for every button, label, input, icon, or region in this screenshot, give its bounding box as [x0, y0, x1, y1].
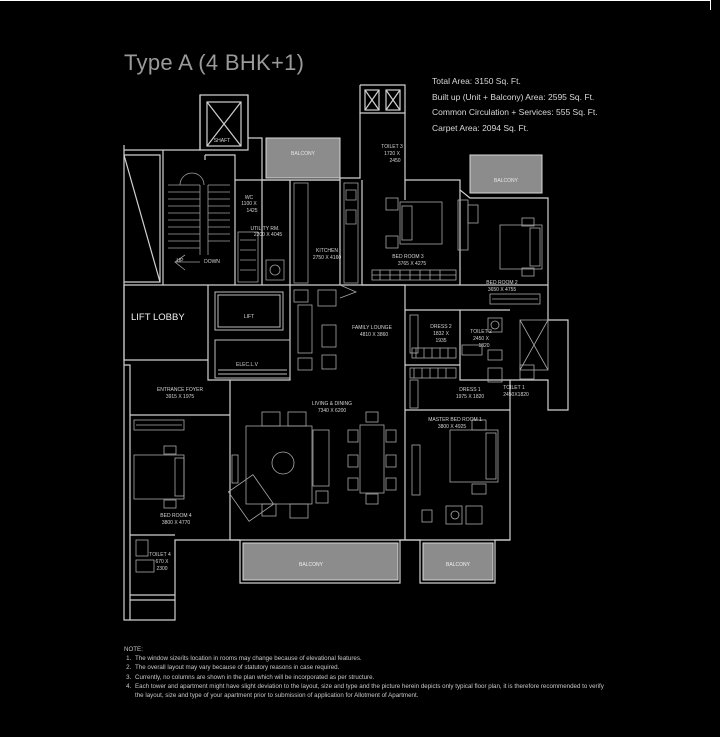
master-bed-furniture [411, 419, 499, 525]
page-top-rule [0, 0, 710, 1]
notes-section: NOTE: The window size/its location in ro… [124, 645, 604, 700]
bedroom2-furniture [489, 217, 549, 371]
lift-shaft [214, 291, 291, 379]
label-toilet4: TOILET 4 [149, 552, 171, 558]
label-toilet4-dim2: 2300 [156, 566, 167, 572]
label-bed2-dim: 3650 X 4755 [488, 287, 517, 293]
label-toilet2-dim2: 1820 [478, 343, 489, 349]
plan-title: Type A (4 BHK+1) [124, 50, 305, 75]
label-toilet4-dim1: 670 X [155, 559, 169, 565]
label-lift-lobby: LIFT LOBBY [131, 312, 185, 323]
notes-list: The window size/its location in rooms ma… [124, 654, 604, 700]
label-wc-dim1: 1100 X [241, 201, 257, 207]
label-entrance-dim: 3915 X 1975 [166, 394, 195, 400]
label-dress1-dim: 1975 X 1820 [456, 394, 485, 400]
label-dress2-dim2: 1935 [435, 338, 446, 344]
staircase [168, 172, 230, 271]
total-area: Total Area: 3150 Sq. Ft. [432, 76, 521, 86]
label-utility: UTILITY RM. [250, 226, 279, 232]
label-toilet2-dim1: 2450 X [473, 336, 490, 342]
note-item: The window size/its location in rooms ma… [133, 654, 604, 663]
room-labels: SHAFT BALCONY TOILET 3 1720 X 2450 BALCO… [131, 138, 529, 572]
label-shaft: SHAFT [214, 138, 230, 144]
label-dress2-dim1: 1832 X [433, 331, 450, 337]
label-master: MASTER BED ROOM 1 [428, 417, 482, 423]
living-dining-furniture [227, 411, 397, 522]
label-bed3: BED ROOM 3 [392, 254, 424, 260]
common-area: Common Circulation + Services: 555 Sq. F… [432, 107, 598, 117]
label-toilet2: TOILET 2 [470, 329, 492, 335]
label-balcony-master: BALCONY [446, 562, 471, 568]
label-bed2: BED ROOM 2 [486, 280, 518, 286]
label-toilet3-dim1: 1720 X [384, 151, 401, 157]
label-utility-dim: 2200 X 4045 [254, 232, 283, 238]
label-living: LIVING & DINING [312, 401, 352, 407]
label-dress1: DRESS 1 [459, 387, 481, 393]
label-balcony-top: BALCONY [291, 151, 316, 157]
label-master-dim: 3800 X 4925 [438, 424, 467, 430]
balconies [242, 137, 543, 581]
label-elec: ELEC.L.V [236, 362, 259, 368]
family-lounge-furniture [293, 284, 358, 371]
label-toilet1: TOILET 1 [503, 385, 525, 391]
label-dress2: DRESS 2 [430, 324, 452, 330]
label-wc-dim2: 1425 [246, 208, 257, 214]
label-down: DOWN [204, 259, 220, 265]
label-living-dim: 7340 X 6200 [318, 408, 347, 414]
label-entrance: ENTRANCE FOYER [157, 387, 204, 393]
label-balcony-living: BALCONY [299, 562, 324, 568]
label-bed4-dim: 3800 X 4770 [162, 520, 191, 526]
label-family-dim: 4810 X 3860 [360, 332, 389, 338]
kitchen-fittings [237, 182, 359, 284]
page-corner-rule [710, 0, 711, 10]
label-kitchen: KITCHEN [316, 248, 338, 254]
label-toilet3: TOILET 3 [381, 144, 403, 150]
label-balcony-right: BALCONY [494, 178, 519, 184]
label-wc: WC [245, 195, 254, 201]
label-toilet3-dim2: 2450 [389, 158, 400, 164]
label-toilet1-dim: 2450X1820 [503, 392, 529, 398]
label-bed3-dim: 3765 X 4275 [398, 261, 427, 267]
note-item: Each tower and apartment might have slig… [133, 682, 604, 700]
label-lift: LIFT [244, 314, 254, 320]
built-up-area: Built up (Unit + Balcony) Area: 2595 Sq.… [432, 91, 595, 102]
note-item: Currently, no columns are shown in the p… [133, 673, 604, 682]
area-summary: Total Area: 3150 Sq. Ft. Built up (Unit … [432, 74, 598, 136]
dress-toilet-fittings [409, 314, 535, 409]
bedroom3-furniture [371, 197, 479, 281]
label-up: UP [177, 258, 185, 264]
label-family: FAMILY LOUNGE [352, 325, 392, 331]
label-kitchen-dim: 2750 X 4160 [313, 255, 342, 261]
label-bed4: BED ROOM 4 [160, 513, 192, 519]
note-item: The overall layout may vary because of s… [133, 663, 604, 672]
carpet-area: Carpet Area: 2094 Sq. Ft. [432, 122, 529, 133]
notes-heading: NOTE: [124, 646, 143, 653]
bedroom4-furniture [133, 419, 185, 573]
